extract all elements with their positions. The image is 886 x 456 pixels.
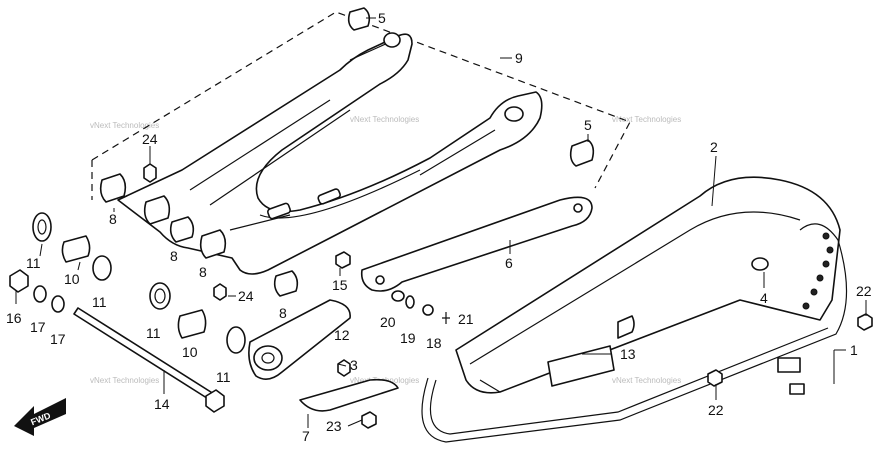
callout-15: 15 (332, 277, 348, 293)
washer-17b (51, 295, 65, 313)
leader-lines (15, 17, 867, 428)
pivot-hardware (9, 212, 246, 413)
bearing-11d (226, 326, 246, 354)
bolt-3 (337, 359, 351, 377)
collar-10a (61, 235, 91, 263)
callout-24: 24 (238, 288, 254, 304)
callout-8: 8 (279, 305, 287, 321)
callout-11: 11 (146, 325, 161, 341)
callout-10: 10 (64, 271, 80, 287)
grease-nipple-24a (143, 163, 157, 183)
cotter-pin-21 (442, 312, 450, 324)
chain-case (455, 176, 841, 394)
callout-12: 12 (334, 327, 350, 343)
chain-links (802, 232, 834, 310)
callout-22: 22 (708, 402, 724, 418)
callout-5: 5 (378, 10, 386, 26)
grease-nipple-24b (213, 283, 227, 301)
callout-24: 24 (142, 131, 158, 147)
forward-arrow-icon: FWD (14, 398, 66, 436)
callout-11: 11 (26, 255, 41, 271)
label-1a (777, 357, 801, 373)
label-1b (789, 383, 805, 395)
callout-21: 21 (458, 311, 474, 327)
bushings (99, 7, 595, 297)
callout-8: 8 (199, 264, 207, 280)
swingarm (117, 32, 543, 275)
collar-8d (199, 229, 227, 259)
bolt-23 (361, 411, 377, 429)
callout-2: 2 (710, 139, 718, 155)
callout-13: 13 (620, 346, 636, 362)
callout-11: 11 (216, 369, 231, 385)
callout-8: 8 (170, 248, 178, 264)
collar-10b (177, 309, 207, 339)
drive-chain (421, 223, 848, 443)
bolt-22a (857, 313, 873, 331)
callout-6: 6 (505, 255, 513, 271)
fasteners (143, 163, 873, 429)
callout-18: 18 (426, 335, 442, 351)
chain-guide-arm (360, 196, 593, 292)
bearing-11a (32, 212, 52, 242)
callout-5: 5 (584, 117, 592, 133)
plate-7 (299, 378, 399, 412)
collar-8c (169, 216, 195, 243)
bearing-11c (149, 282, 171, 310)
chain-adjuster (248, 299, 351, 380)
callout-17: 17 (50, 331, 66, 347)
callout-9: 9 (515, 50, 523, 66)
collar-8b (143, 195, 171, 225)
callout-11: 11 (92, 294, 107, 310)
callout-19: 19 (400, 330, 416, 346)
callout-17: 17 (30, 319, 46, 335)
washer-20 (391, 290, 405, 302)
nut-19 (422, 304, 434, 316)
collar-8a (99, 173, 127, 203)
bushing-5-top (347, 7, 371, 31)
callout-8: 8 (109, 211, 117, 227)
label-plate-13 (547, 345, 615, 387)
watermark: vNext Technologies (612, 115, 681, 124)
watermark: vNext Technologies (90, 376, 159, 385)
swingarm-assembly-outline (91, 11, 631, 189)
nut-16 (9, 269, 29, 293)
bolt-22b (707, 369, 723, 387)
watermark: vNext Technologies (90, 121, 159, 130)
washer-17a (33, 285, 47, 303)
bushing-5-right (569, 139, 595, 167)
callout-14: 14 (154, 396, 170, 412)
callout-7: 7 (302, 428, 310, 444)
watermark: vNext Technologies (612, 376, 681, 385)
watermark: vNext Technologies (350, 115, 419, 124)
callout-4: 4 (760, 290, 768, 306)
collar-8e (273, 270, 299, 297)
bolt-15 (335, 251, 351, 269)
washer-18 (405, 295, 415, 309)
callout-10: 10 (182, 344, 198, 360)
callout-22: 22 (856, 283, 872, 299)
callout-16: 16 (6, 310, 22, 326)
callout-20: 20 (380, 314, 396, 330)
callout-labels: 5 9 5 24 2 8 8 8 8 11 10 11 24 6 15 4 22… (6, 10, 872, 444)
callout-23: 23 (326, 418, 342, 434)
callout-3: 3 (350, 357, 358, 373)
callout-1: 1 (850, 342, 858, 358)
bearing-11b (92, 255, 112, 281)
